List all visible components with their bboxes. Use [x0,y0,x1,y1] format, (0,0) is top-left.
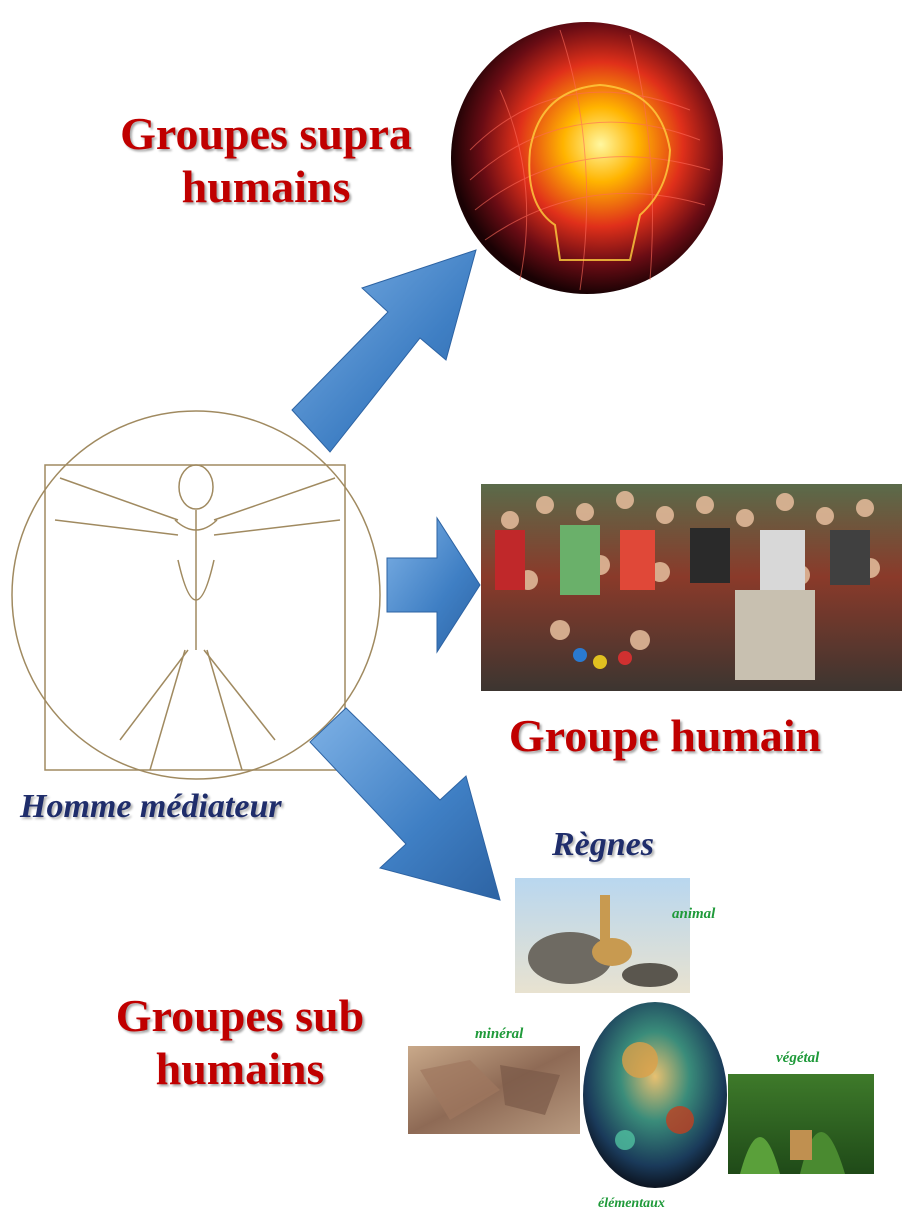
label-groupes-sub-humains: Groupes sub humains [80,990,400,1096]
arrow-to-sub [310,708,500,900]
glowing-head-illustration [451,22,723,294]
label-regnes: Règnes [552,826,654,864]
arrow-to-supra [292,250,476,452]
vegetal-image [728,1074,874,1174]
mineral-image [408,1046,580,1134]
label-animal: animal [672,906,715,923]
label-groupes-supra-humains: Groupes supra humains [96,108,436,214]
label-elementaux: élémentaux [598,1196,665,1212]
label-vegetal: végétal [776,1050,819,1067]
crowd-photo [481,484,902,691]
label-homme-mediateur: Homme médiateur [20,788,282,826]
label-mineral: minéral [475,1026,523,1043]
animal-image [515,878,690,993]
arrow-to-humain [387,518,480,652]
elementaux-image [583,1002,727,1188]
label-groupe-humain: Groupe humain [480,710,850,763]
vitruvian-man-illustration [12,411,380,779]
